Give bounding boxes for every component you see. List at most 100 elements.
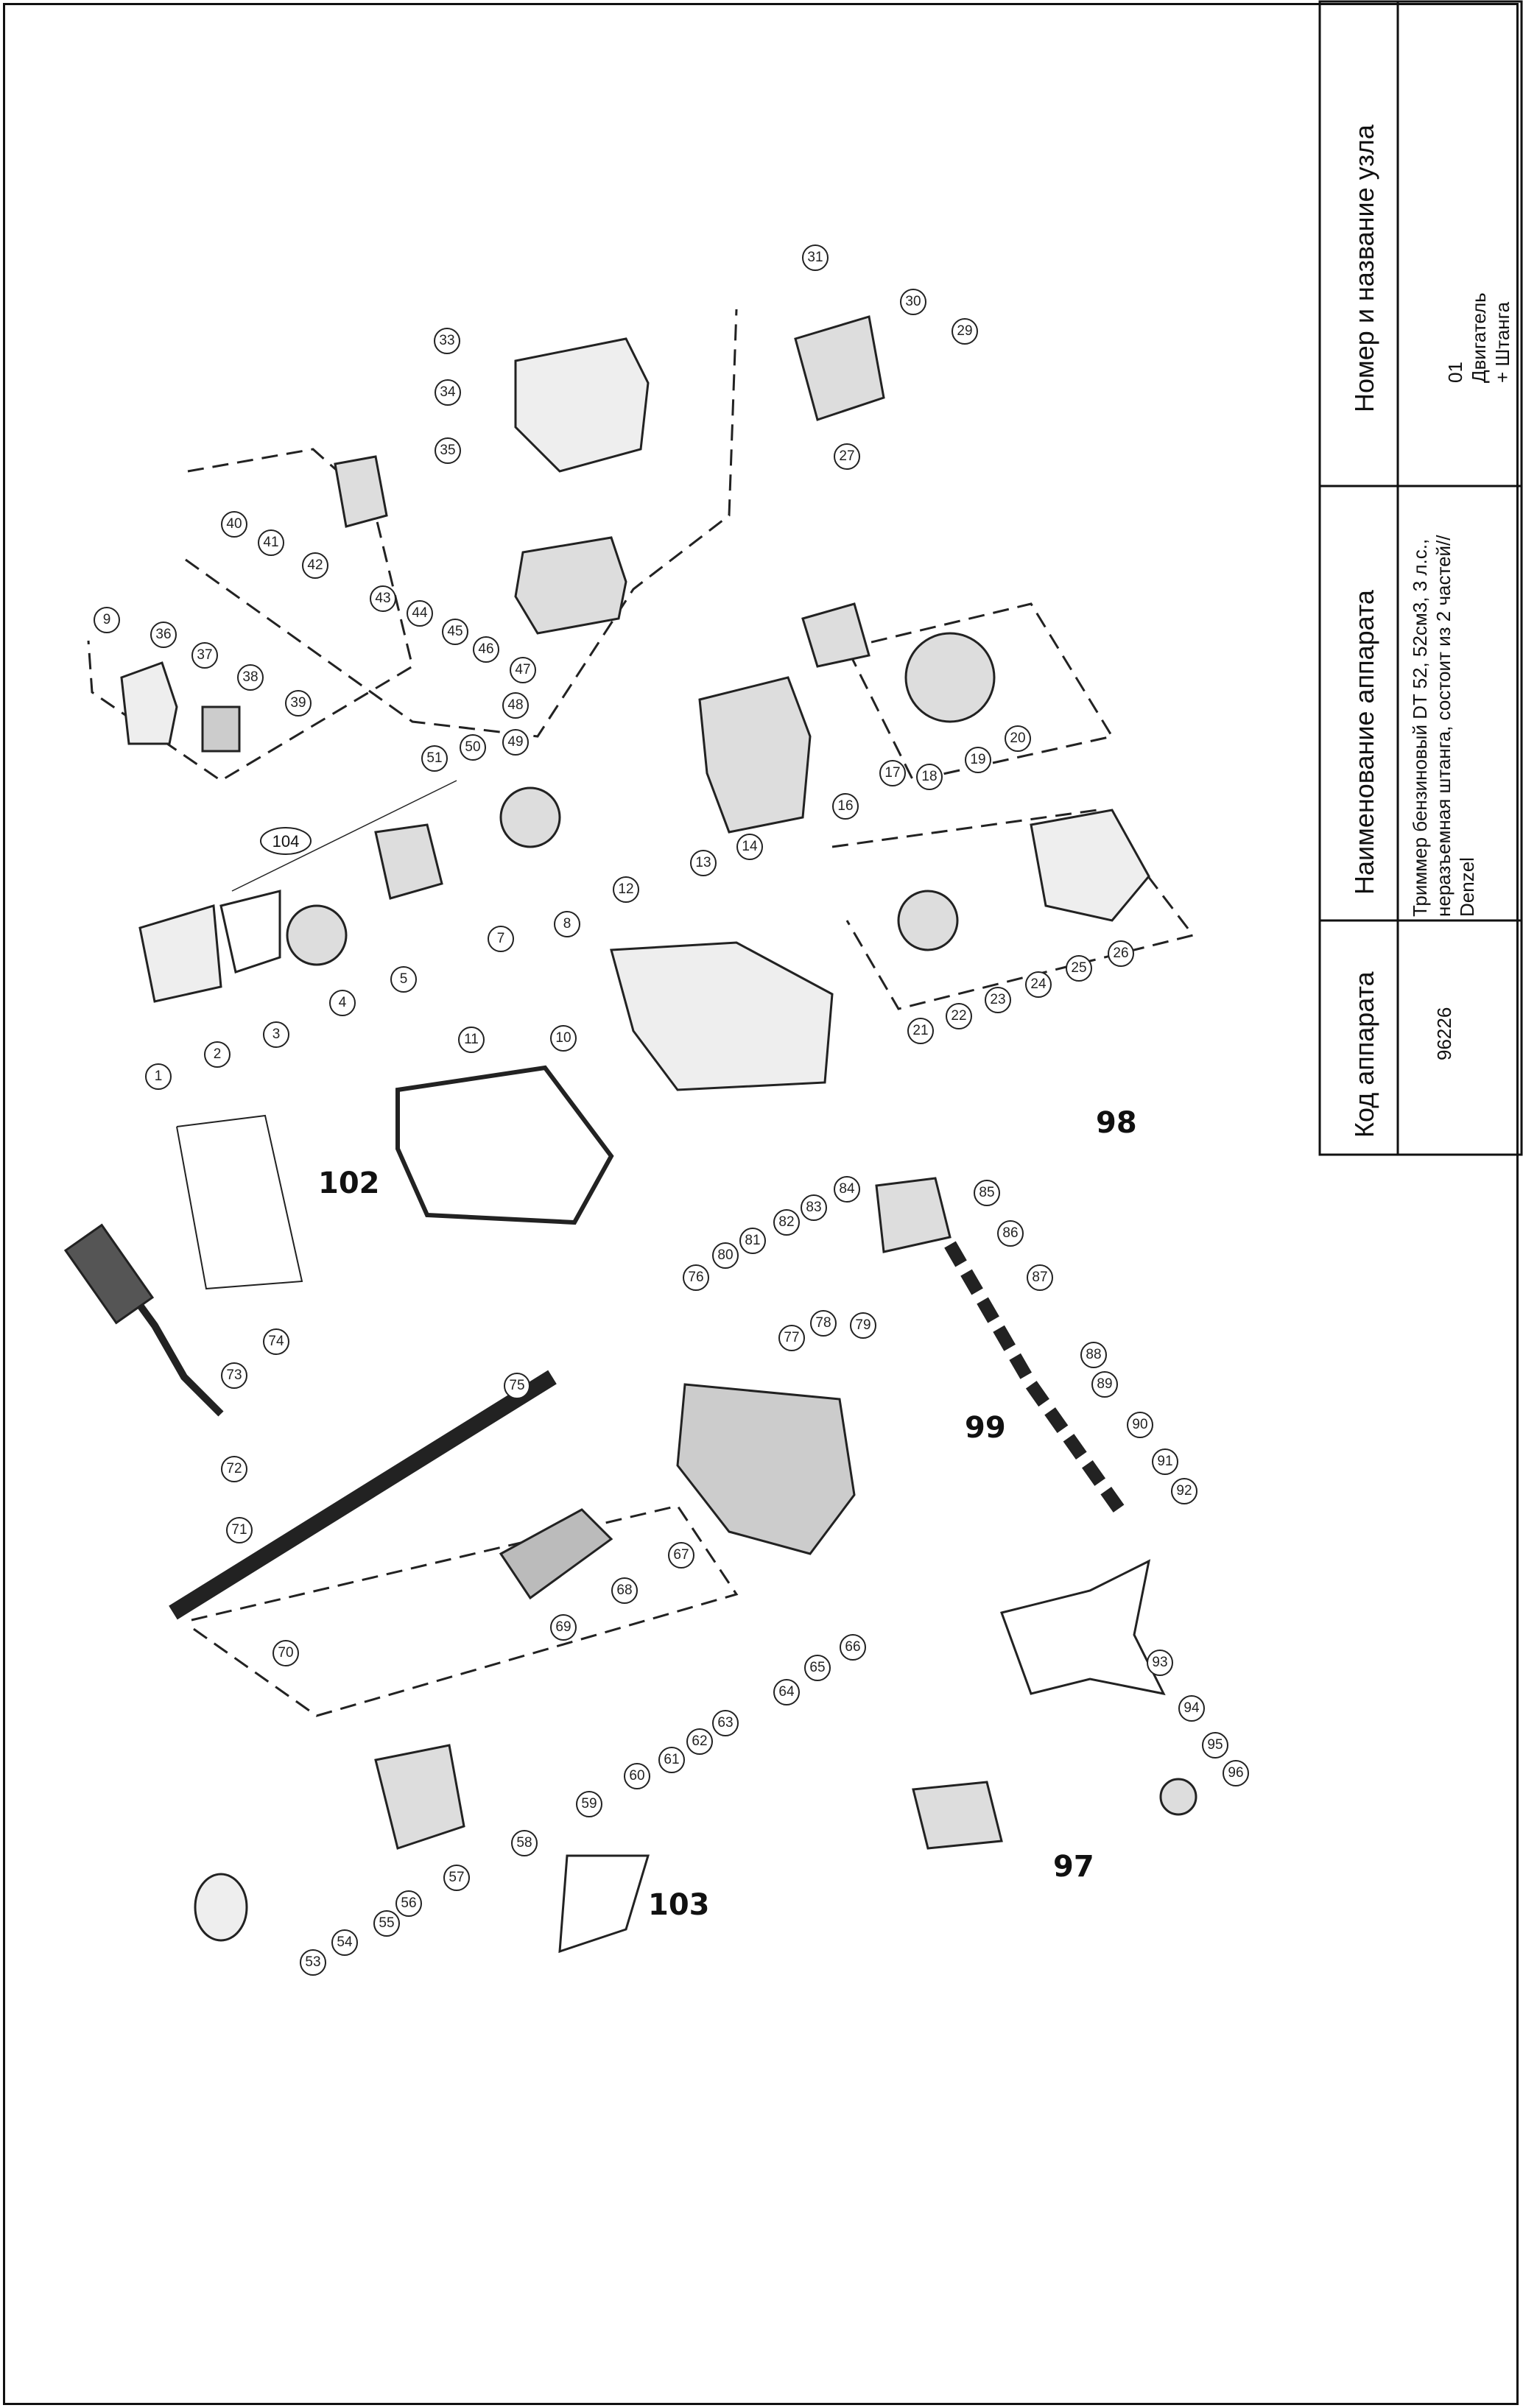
svg-text:51: 51 bbox=[426, 750, 442, 766]
svg-text:64: 64 bbox=[778, 1684, 795, 1700]
air-filter-cover bbox=[120, 661, 178, 745]
callout-58: 58 bbox=[511, 1830, 538, 1856]
callout-20: 20 bbox=[1005, 725, 1031, 752]
svg-text:94: 94 bbox=[1183, 1700, 1200, 1716]
guard bbox=[676, 1383, 856, 1555]
svg-text:50: 50 bbox=[465, 739, 480, 755]
callout-18: 18 bbox=[916, 764, 943, 790]
callout-55: 55 bbox=[373, 1910, 400, 1937]
callout-59: 59 bbox=[576, 1791, 602, 1817]
callout-46: 46 bbox=[473, 636, 499, 663]
svg-text:71: 71 bbox=[231, 1522, 247, 1538]
callout-91: 91 bbox=[1152, 1448, 1178, 1475]
svg-text:24: 24 bbox=[1030, 976, 1047, 992]
svg-text:14: 14 bbox=[742, 839, 758, 854]
svg-text:90: 90 bbox=[1132, 1417, 1147, 1432]
svg-text:92: 92 bbox=[1176, 1483, 1192, 1499]
svg-text:58: 58 bbox=[516, 1835, 532, 1851]
diagram-canvas: 1 2 3 4 5 7 8 9 10 11 12 13 14 16 17 18 … bbox=[63, 244, 1249, 1976]
ignition-coil bbox=[801, 602, 870, 668]
value-node: 01 Двигатель + Штанга bbox=[1444, 292, 1513, 383]
clutch-cover bbox=[1030, 809, 1150, 922]
callout-42: 42 bbox=[302, 552, 328, 579]
callout-21: 21 bbox=[907, 1018, 934, 1044]
callout-88: 88 bbox=[1080, 1342, 1107, 1368]
callout-12: 12 bbox=[613, 876, 639, 903]
callout-22: 22 bbox=[946, 1003, 972, 1029]
svg-text:77: 77 bbox=[784, 1330, 799, 1345]
group-outline-shaft bbox=[191, 1504, 739, 1717]
svg-text:61: 61 bbox=[664, 1752, 679, 1767]
callout-47: 47 bbox=[510, 657, 536, 683]
callout-92: 92 bbox=[1171, 1478, 1197, 1504]
svg-text:5: 5 bbox=[400, 971, 408, 987]
callout-95: 95 bbox=[1202, 1732, 1228, 1759]
callout-10: 10 bbox=[550, 1025, 577, 1052]
callout-76: 76 bbox=[683, 1264, 709, 1291]
svg-text:13: 13 bbox=[695, 855, 711, 870]
callout-81: 81 bbox=[739, 1228, 766, 1254]
callout-3: 3 bbox=[263, 1021, 289, 1048]
svg-text:4: 4 bbox=[339, 995, 347, 1010]
svg-text:40: 40 bbox=[226, 516, 242, 532]
svg-text:47: 47 bbox=[515, 662, 530, 677]
callout-8: 8 bbox=[554, 911, 580, 937]
leader-104 bbox=[231, 780, 457, 892]
svg-text:7: 7 bbox=[497, 931, 505, 946]
callout-54: 54 bbox=[331, 1929, 358, 1956]
label-99: 99 bbox=[965, 1411, 1006, 1445]
callout-11: 11 bbox=[458, 1027, 485, 1053]
svg-text:88: 88 bbox=[1086, 1347, 1101, 1362]
svg-text:9: 9 bbox=[103, 612, 111, 627]
callout-36: 36 bbox=[150, 622, 177, 648]
svg-text:82: 82 bbox=[778, 1214, 794, 1230]
callout-14: 14 bbox=[736, 834, 763, 860]
info-table bbox=[1318, 0, 1523, 1156]
svg-text:33: 33 bbox=[439, 333, 454, 348]
svg-text:95: 95 bbox=[1207, 1737, 1223, 1753]
svg-text:83: 83 bbox=[806, 1200, 821, 1215]
harness-strap bbox=[558, 1854, 650, 1954]
support-frame bbox=[395, 1065, 614, 1225]
svg-text:34: 34 bbox=[440, 384, 456, 400]
callout-38: 38 bbox=[237, 664, 264, 691]
svg-text:93: 93 bbox=[1152, 1655, 1167, 1670]
flywheel bbox=[904, 632, 996, 723]
callout-5: 5 bbox=[390, 966, 417, 993]
svg-text:91: 91 bbox=[1157, 1454, 1172, 1469]
clutch-bell bbox=[194, 1873, 248, 1942]
header-node: Номер и название узла bbox=[1349, 124, 1379, 412]
callout-89: 89 bbox=[1091, 1371, 1118, 1398]
svg-text:38: 38 bbox=[242, 669, 258, 685]
callout-45: 45 bbox=[442, 619, 468, 645]
callout-65: 65 bbox=[804, 1655, 831, 1681]
svg-text:70: 70 bbox=[278, 1645, 293, 1661]
crankshaft bbox=[499, 786, 561, 848]
svg-text:46: 46 bbox=[478, 641, 493, 657]
callout-2: 2 bbox=[204, 1041, 231, 1068]
header-name: Наименование аппарата bbox=[1349, 590, 1379, 895]
starter-housing bbox=[138, 904, 222, 1003]
callout-48: 48 bbox=[502, 692, 529, 719]
svg-text:45: 45 bbox=[447, 624, 462, 639]
svg-text:75: 75 bbox=[509, 1378, 524, 1393]
fuel-tank bbox=[610, 941, 834, 1091]
exploded-parts-diagram: 1 2 3 4 5 7 8 9 10 11 12 13 14 16 17 18 … bbox=[63, 244, 1249, 1976]
svg-text:62: 62 bbox=[692, 1733, 707, 1749]
svg-text:67: 67 bbox=[673, 1547, 689, 1563]
callout-4: 4 bbox=[329, 990, 356, 1016]
group-outline-flywheel bbox=[845, 602, 1114, 782]
callout-71: 71 bbox=[226, 1517, 253, 1543]
callout-35: 35 bbox=[435, 437, 461, 464]
air-filter-element bbox=[201, 705, 241, 753]
callout-77: 77 bbox=[778, 1325, 805, 1351]
starter-gasket bbox=[219, 890, 281, 974]
svg-text:66: 66 bbox=[845, 1639, 860, 1655]
svg-text:79: 79 bbox=[855, 1317, 870, 1333]
callout-63: 63 bbox=[712, 1710, 739, 1736]
callout-78: 78 bbox=[810, 1310, 837, 1337]
svg-text:59: 59 bbox=[581, 1796, 597, 1812]
big-labels: 97 98 99 102 103 104 bbox=[260, 827, 1137, 1922]
svg-text:21: 21 bbox=[912, 1023, 928, 1038]
callout-68: 68 bbox=[611, 1577, 638, 1604]
